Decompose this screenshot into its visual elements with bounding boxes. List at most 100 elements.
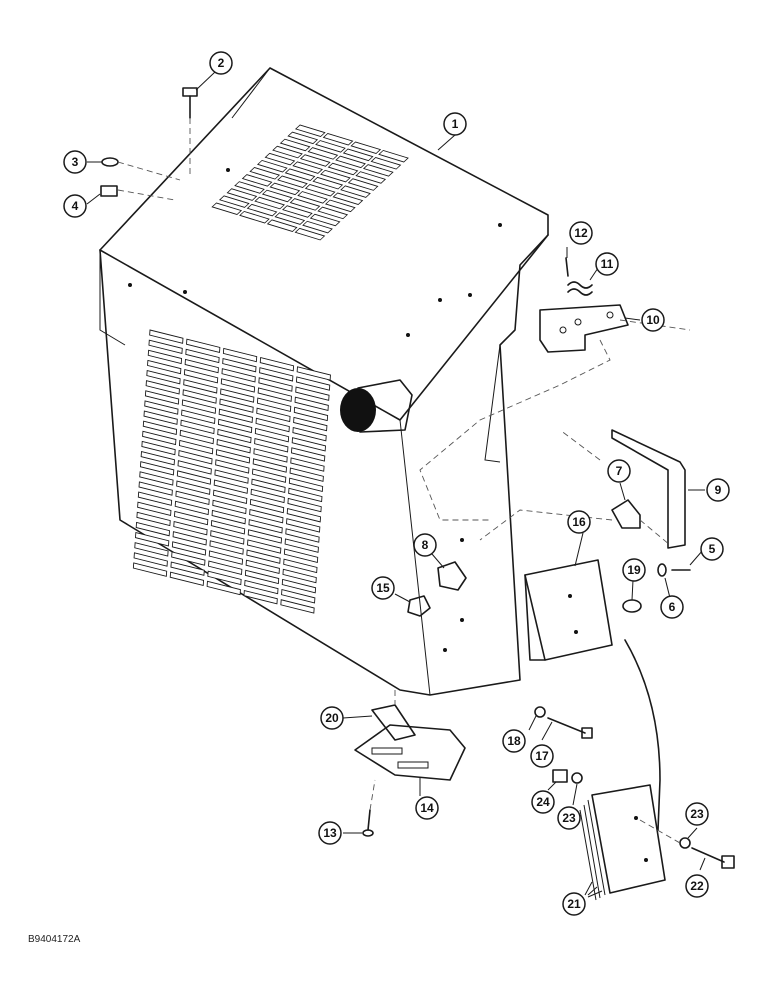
grille-slot [247, 529, 283, 544]
grille-slot [210, 530, 245, 545]
grille-slot [176, 480, 211, 495]
bolt-17 [547, 717, 593, 739]
figure-code: B9404172A [28, 934, 81, 945]
bolt-13 [362, 809, 374, 837]
grille-slot [208, 550, 244, 565]
grille-slot [206, 580, 241, 596]
grille-slot [144, 390, 180, 405]
grille-slot [239, 210, 270, 224]
grille-slot [132, 562, 168, 577]
leader-lines [86, 71, 706, 898]
grille-slot [217, 418, 253, 434]
grille-slot [215, 459, 250, 474]
grille-slot [279, 138, 311, 152]
grille-slot [272, 145, 303, 159]
grille-slot [286, 518, 321, 533]
grille-slot [141, 440, 176, 456]
grille-housing [99, 67, 549, 696]
grille-slot [181, 409, 216, 424]
grille-slot [257, 387, 292, 402]
callout-18: 18 [502, 729, 526, 753]
grille-slot [295, 376, 331, 391]
washer-6 [657, 563, 667, 577]
callout-23-left: 23 [557, 806, 581, 830]
callout-8: 8 [413, 533, 437, 557]
grille-slot [281, 578, 317, 594]
grille-slot [259, 367, 294, 382]
spacer-19 [622, 599, 642, 613]
svg-text:15: 15 [376, 581, 390, 595]
grille-slot [249, 498, 285, 514]
svg-text:10: 10 [646, 313, 660, 327]
grille-slot [147, 349, 183, 365]
grille-slot [138, 481, 173, 496]
grille-slot [221, 368, 256, 383]
svg-text:14: 14 [420, 801, 434, 815]
grille-slot [135, 521, 171, 537]
grille-slot [288, 487, 323, 503]
svg-text:5: 5 [709, 542, 716, 556]
grille-slot [259, 357, 295, 372]
grille-slot [183, 379, 218, 394]
grille-slot [254, 438, 289, 453]
callout-11: 11 [595, 252, 619, 276]
grille-slot [147, 359, 182, 375]
latch-rod-9 [611, 429, 686, 549]
grille-slot [149, 329, 184, 344]
grille-slot [312, 176, 344, 190]
knob-8 [437, 561, 467, 591]
grille-slot [342, 148, 374, 162]
bracket-7 [611, 499, 641, 529]
svg-text:3: 3 [72, 155, 79, 169]
grille-slot [134, 542, 169, 557]
grille-slot [220, 378, 256, 393]
svg-text:18: 18 [507, 734, 521, 748]
callout-5: 5 [700, 537, 724, 561]
callout-17: 17 [530, 744, 554, 768]
callout-16: 16 [567, 510, 591, 534]
grille-slot [244, 579, 279, 595]
grille-slot [249, 508, 284, 524]
grille-slot [144, 400, 179, 415]
grille-slot [335, 155, 366, 169]
grille-slot [340, 185, 371, 198]
grille-slot [222, 347, 258, 363]
grille-slot [176, 470, 212, 485]
grille-slot [246, 203, 278, 217]
grille-slot [245, 559, 280, 575]
grille-slot [294, 227, 326, 241]
grille-slot [292, 161, 324, 174]
grille-slot [211, 509, 246, 525]
grille-slot [139, 461, 175, 476]
callout-4: 4 [63, 194, 87, 218]
grille-slot [294, 396, 329, 412]
svg-text:20: 20 [325, 711, 339, 725]
callout-24: 24 [531, 790, 555, 814]
callout-10: 10 [641, 308, 665, 332]
grille-slot [215, 449, 251, 464]
grille-slot [234, 181, 265, 194]
grille-slot [362, 164, 394, 177]
grille-slot [266, 219, 298, 232]
grille-slot [274, 212, 306, 225]
grille-slot [309, 213, 341, 227]
grille-slot [186, 338, 221, 354]
grille-slot [246, 549, 281, 564]
callout-2: 2 [209, 51, 233, 75]
grille-slot [261, 189, 293, 203]
grille-slot [293, 406, 329, 422]
grille-slot [142, 430, 177, 446]
grille-slot [185, 348, 220, 364]
washer-3 [101, 157, 119, 167]
block-16 [524, 559, 613, 661]
front-grille-slots [132, 329, 331, 614]
grille-slot [315, 140, 346, 153]
grille-slot [171, 551, 206, 566]
grille-slot [254, 427, 290, 443]
grille-slot [255, 417, 290, 433]
grille-slot [247, 539, 282, 554]
grille-slot [280, 599, 315, 614]
grille-slot [137, 501, 172, 517]
grille-slot [213, 489, 248, 505]
